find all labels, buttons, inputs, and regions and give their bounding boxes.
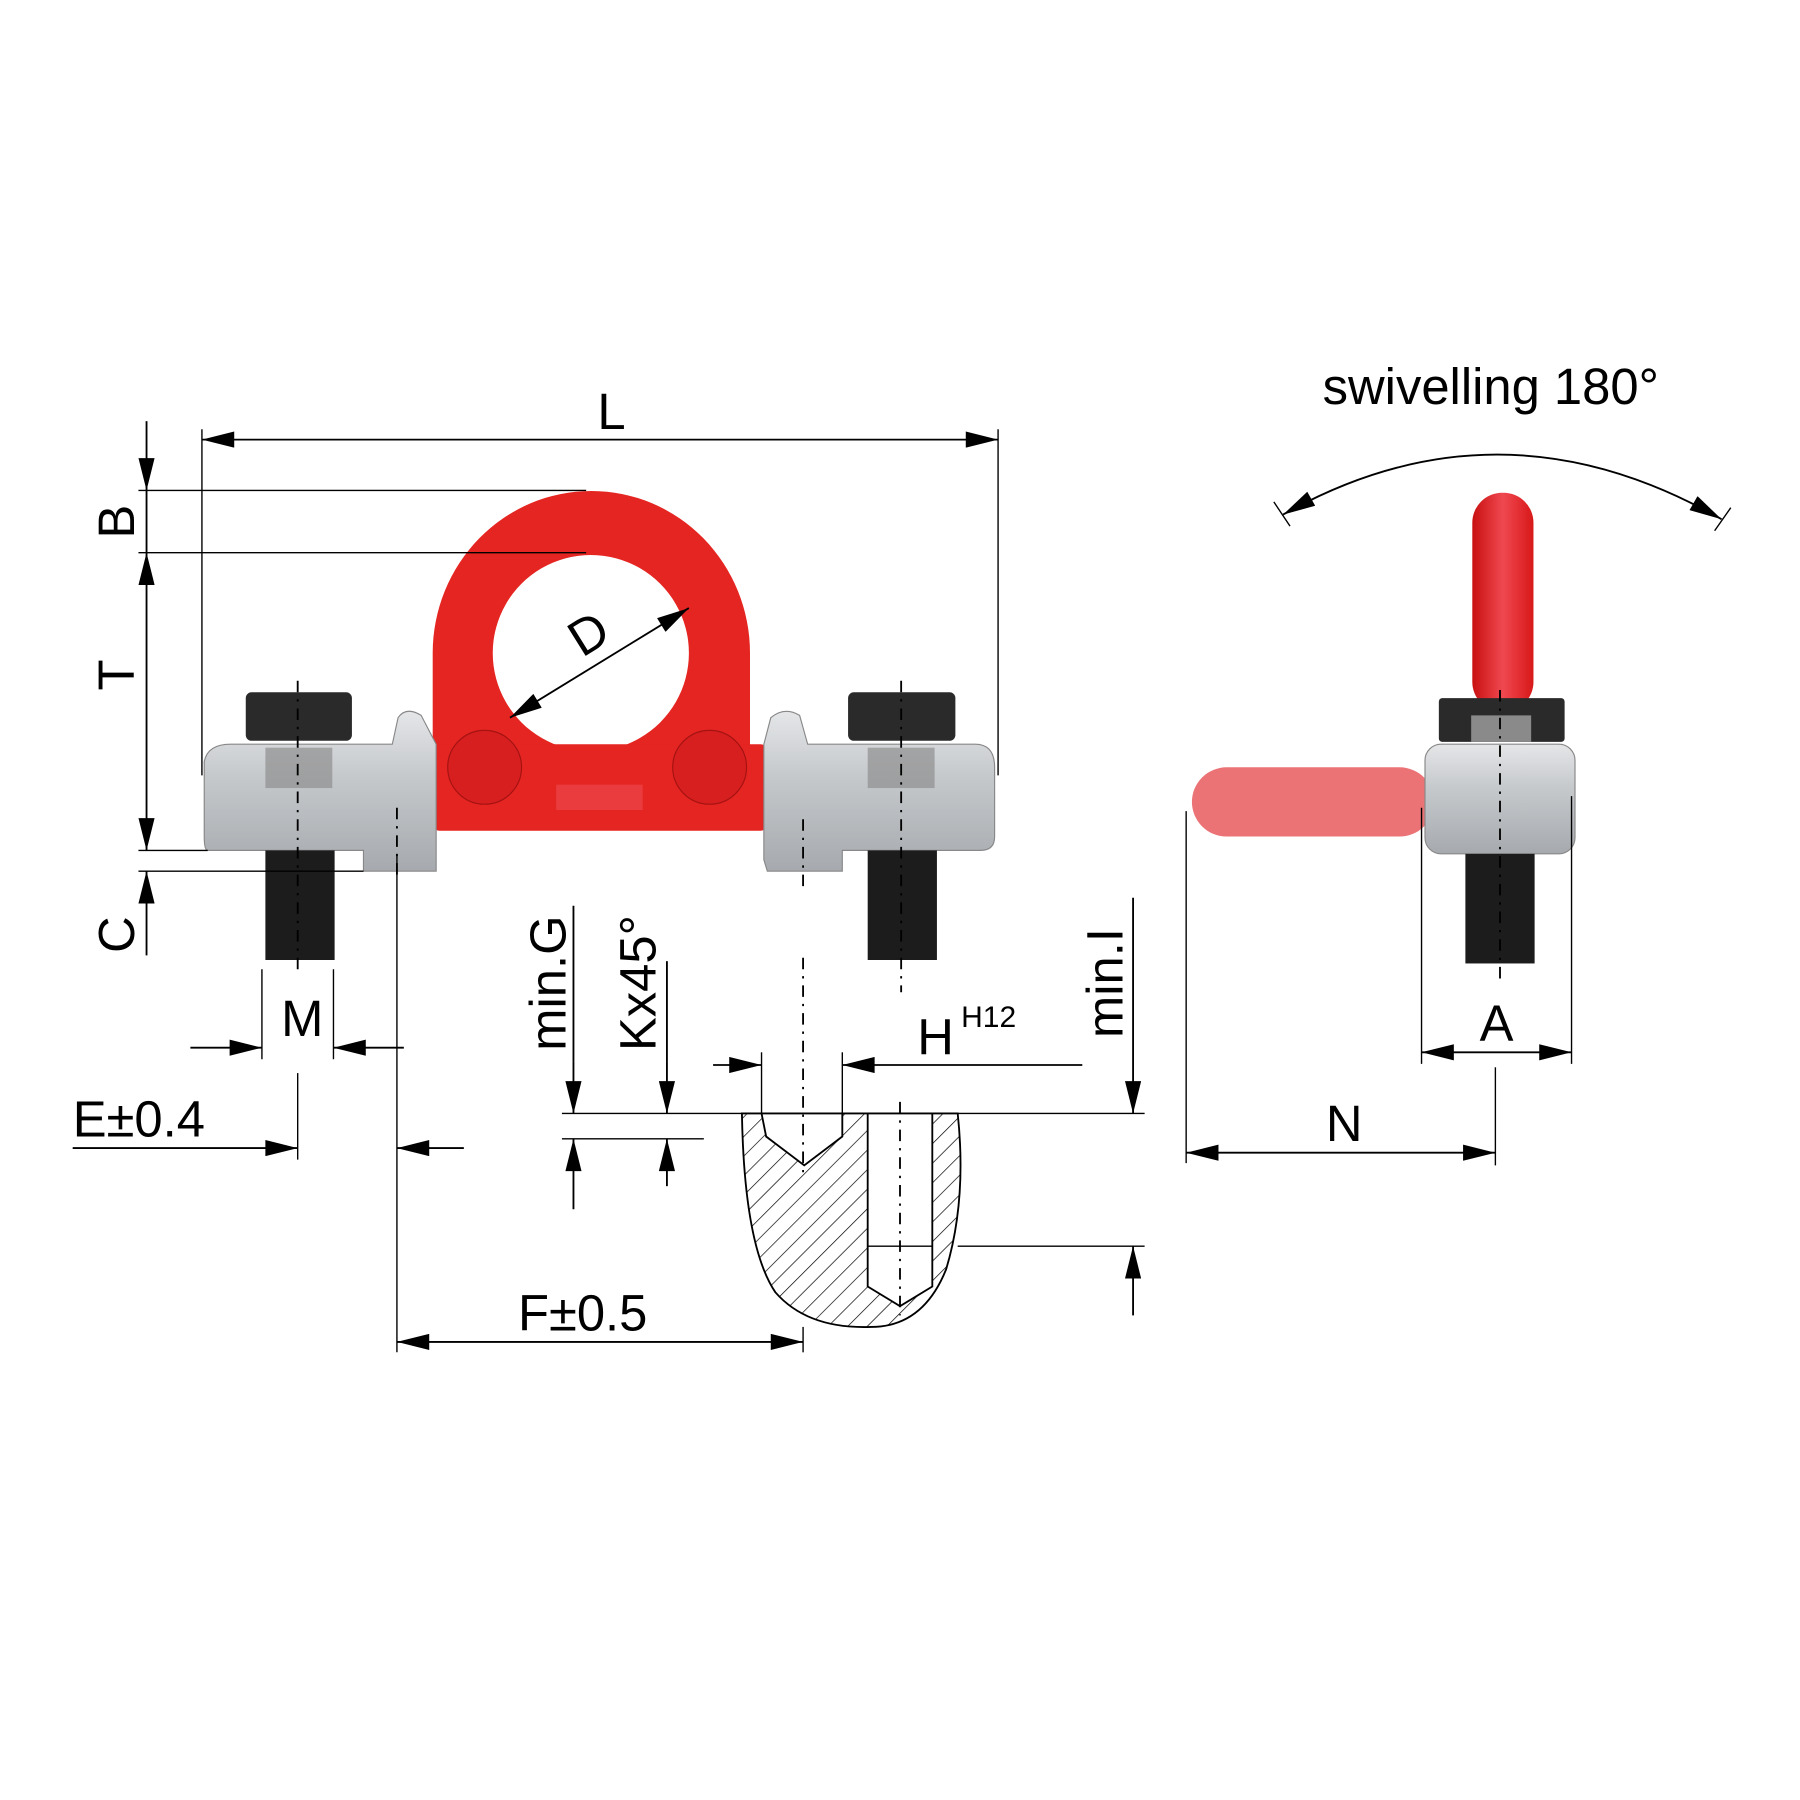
dimension-I: min.I bbox=[957, 897, 1145, 1316]
label-H: H bbox=[917, 1009, 954, 1066]
base-block-right bbox=[763, 710, 996, 872]
dimension-M: M bbox=[190, 969, 404, 1060]
label-N: N bbox=[1326, 1095, 1363, 1152]
dimension-F: F±0.5 bbox=[396, 1284, 804, 1353]
dimension-H: H H12 bbox=[713, 1001, 1083, 1114]
front-view bbox=[203, 490, 996, 993]
label-L: L bbox=[597, 383, 625, 440]
dimension-BTC: B T C bbox=[88, 421, 587, 956]
ring-pin-right bbox=[672, 729, 748, 805]
label-M: M bbox=[281, 990, 323, 1047]
label-T: T bbox=[88, 659, 145, 690]
dimension-L: L bbox=[201, 383, 999, 776]
lifting-ring bbox=[432, 490, 750, 808]
base-block-left bbox=[203, 710, 437, 872]
label-H-tolerance: H12 bbox=[961, 1001, 1016, 1034]
threaded-hole bbox=[866, 1112, 934, 1308]
hole-section bbox=[740, 957, 962, 1328]
label-min-I: min.I bbox=[1077, 928, 1134, 1038]
dimension-N: N bbox=[1185, 811, 1497, 1166]
label-A: A bbox=[1480, 995, 1514, 1052]
dimension-A: A bbox=[1420, 796, 1573, 1064]
ring-ghost-horizontal bbox=[1191, 767, 1435, 837]
label-F: F±0.5 bbox=[518, 1284, 647, 1341]
label-C: C bbox=[88, 916, 145, 953]
side-view bbox=[1191, 492, 1576, 981]
label-E: E±0.4 bbox=[73, 1091, 205, 1148]
ring-pin-left bbox=[447, 729, 523, 805]
label-min-G: min.G bbox=[519, 915, 576, 1050]
swivel-indicator: swivelling 180° bbox=[1273, 358, 1732, 532]
dimension-G-K: min.G Kx45° bbox=[519, 905, 742, 1210]
thread-right bbox=[867, 850, 937, 960]
countersink bbox=[760, 1112, 844, 1167]
label-K: Kx45° bbox=[609, 915, 666, 1051]
label-B: B bbox=[88, 505, 145, 539]
dimension-E: E±0.4 bbox=[73, 853, 464, 1353]
bolt-head-left bbox=[245, 692, 352, 741]
ring-side bbox=[1472, 492, 1534, 712]
thread-left bbox=[265, 850, 335, 960]
label-swivelling: swivelling 180° bbox=[1323, 358, 1659, 415]
dimension-D: D bbox=[509, 600, 690, 719]
